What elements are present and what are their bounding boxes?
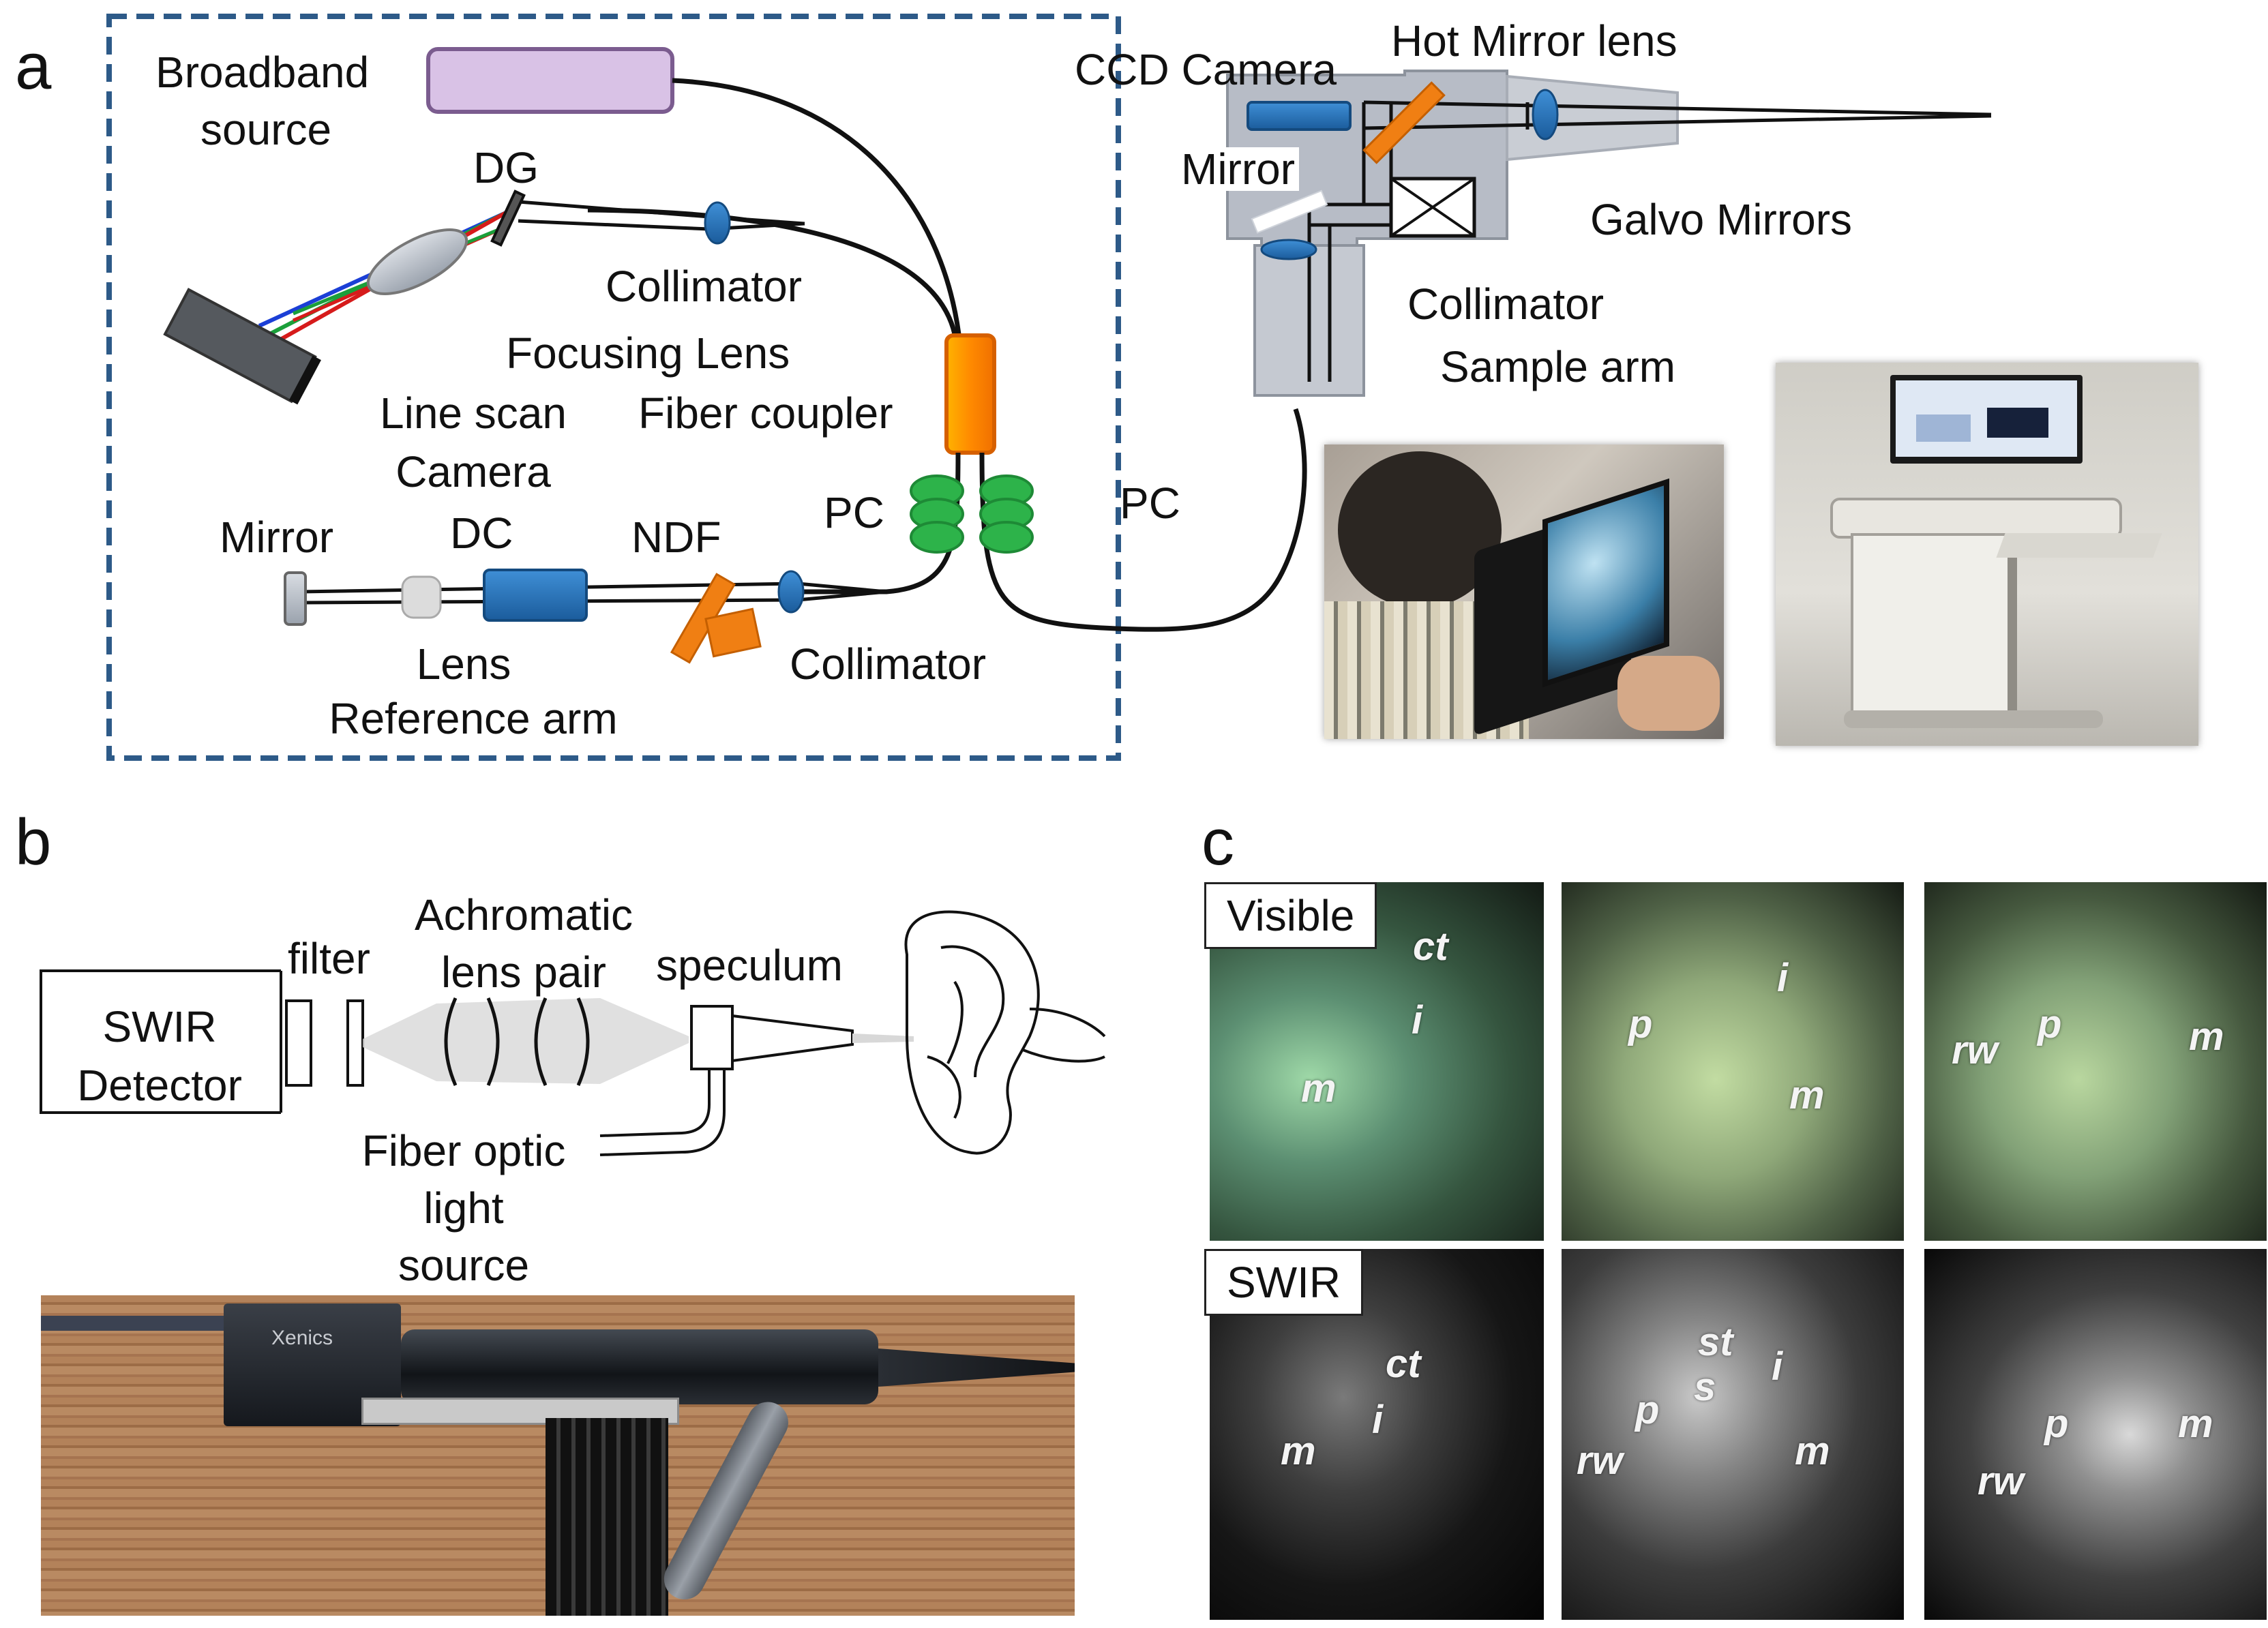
- interferometer-box: [106, 14, 1121, 761]
- fiber-optic-label-3: source: [398, 1241, 530, 1290]
- pc-loops-left: [910, 474, 964, 554]
- row-label-swir: SWIR: [1204, 1249, 1364, 1316]
- detector-window: [285, 999, 312, 1087]
- line-scan-label-1: Line scan: [380, 389, 567, 438]
- fiber-optic-label-2: light: [423, 1184, 504, 1233]
- tile-label: s: [1694, 1365, 1716, 1409]
- dc-label: DC: [450, 509, 513, 558]
- tile-label: p: [1635, 1388, 1660, 1432]
- filter-element: [346, 999, 364, 1087]
- lens-label: Lens: [416, 639, 511, 689]
- photo-cart-base: [1844, 710, 2103, 728]
- speculum-label: speculum: [656, 941, 843, 990]
- focusing-lens-label: Focusing Lens: [506, 329, 790, 378]
- ndf-label: NDF: [631, 513, 721, 562]
- collimator-sample-lens: [1260, 239, 1317, 260]
- speculum-shape: [599, 1005, 914, 1156]
- collimator-top-label: Collimator: [606, 262, 803, 311]
- panel-c-letter: c: [1202, 806, 1234, 879]
- collimator-ref-lens: [777, 570, 805, 614]
- ccd-camera-shape: [1247, 101, 1352, 131]
- tile-label: i: [1772, 1344, 1783, 1389]
- tile-label: st: [1698, 1320, 1733, 1364]
- pc-right-label: PC: [1120, 479, 1180, 528]
- tile-label: i: [1412, 998, 1423, 1042]
- photo-cart-leg: [2008, 558, 2017, 721]
- collimator-ref-label: Collimator: [790, 639, 987, 689]
- tile-label: p: [2044, 1402, 2069, 1446]
- swir-tile-3: p m rw: [1924, 1249, 2267, 1620]
- reference-mirror: [284, 571, 307, 626]
- fiber-coupler-block: [944, 333, 996, 455]
- photo-speculum-tip: [878, 1348, 1075, 1387]
- filter-label: filter: [288, 934, 370, 983]
- panel-a-letter: a: [15, 30, 52, 103]
- tile-label: ct: [1386, 1342, 1421, 1386]
- tile-label: rw: [1978, 1459, 2024, 1503]
- ear-drawing: [904, 910, 1106, 1155]
- swir-detector-label-2: Detector: [77, 1061, 242, 1110]
- photo-fiber-cable: [657, 1394, 796, 1607]
- row-label-visible: Visible: [1204, 882, 1377, 949]
- photo-cart-system: [1776, 363, 2198, 746]
- galvo-mirrors-label: Galvo Mirrors: [1590, 195, 1853, 244]
- photo-swir-otoscope: Xenics: [41, 1295, 1075, 1616]
- mirror-ref-label: Mirror: [220, 513, 334, 562]
- tile-label: m: [1301, 1066, 1337, 1111]
- photo-cable-left: [41, 1316, 232, 1331]
- collimator-sample-label: Collimator: [1407, 280, 1605, 329]
- achromatic-label-2: lens pair: [441, 948, 606, 997]
- ccd-camera-label: CCD Camera: [1075, 45, 1337, 94]
- tile-label: i: [1777, 956, 1789, 1000]
- probe-lens-shape: [1532, 89, 1559, 140]
- fiber-optic-label-1: Fiber optic: [361, 1126, 566, 1175]
- hot-mirror-shape: [1362, 81, 1446, 164]
- tile-label: m: [1795, 1429, 1830, 1473]
- pc-left-label: PC: [824, 488, 884, 537]
- achromatic-label-1: Achromatic: [414, 890, 633, 939]
- visible-tile-3: rw p m: [1924, 882, 2267, 1241]
- tile-label: m: [2178, 1402, 2213, 1446]
- tile-label: rw: [1952, 1028, 1998, 1072]
- photo-heatsink: [546, 1418, 668, 1616]
- fiber-coupler-label: Fiber coupler: [638, 389, 893, 438]
- dg-label: DG: [473, 143, 539, 192]
- camera-brand-text: Xenics: [271, 1327, 333, 1349]
- panel-b-letter: b: [15, 806, 52, 879]
- tile-label: m: [1281, 1429, 1316, 1473]
- focusing-lens-shape: [366, 228, 468, 295]
- line-scan-camera-shape: [163, 288, 321, 405]
- tile-label: rw: [1577, 1438, 1623, 1483]
- hot-mirror-lens-label: Hot Mirror lens: [1391, 16, 1677, 65]
- tile-label: m: [1789, 1073, 1825, 1117]
- achromatic-lens-pair: [444, 997, 590, 1087]
- line-scan-label-2: Camera: [396, 447, 551, 496]
- photo-monitor: [1890, 375, 2083, 464]
- visible-tile-2: i p m: [1562, 882, 1904, 1241]
- photo-lens-tube: [401, 1329, 878, 1404]
- collimator-top-lens: [704, 201, 731, 245]
- tile-label: ct: [1413, 924, 1448, 969]
- tile-label: p: [1628, 1002, 1653, 1046]
- swir-tile-2: st s i p rw m: [1562, 1249, 1904, 1620]
- tile-label: m: [2189, 1014, 2224, 1059]
- ndf-filter: [670, 573, 762, 664]
- reference-arm-label: Reference arm: [329, 694, 618, 743]
- mirror-sample-label: Mirror: [1177, 147, 1300, 191]
- diffraction-grating: [490, 190, 526, 247]
- tile-label: p: [2038, 1002, 2062, 1046]
- pc-loops-right: [979, 474, 1034, 554]
- tile-label: i: [1372, 1398, 1384, 1442]
- swir-detector-label-1: SWIR: [102, 1002, 217, 1051]
- photo-monitor-screen: [1896, 380, 2077, 457]
- sample-arm-label: Sample arm: [1440, 342, 1675, 391]
- broadband-source-label-1: Broadband: [155, 48, 370, 97]
- dispersion-compensator: [483, 569, 588, 622]
- broadband-source-label-2: source: [200, 105, 332, 154]
- photo-hand: [1617, 656, 1720, 731]
- reference-lens: [401, 575, 442, 619]
- photo-person-probe: [1324, 444, 1724, 739]
